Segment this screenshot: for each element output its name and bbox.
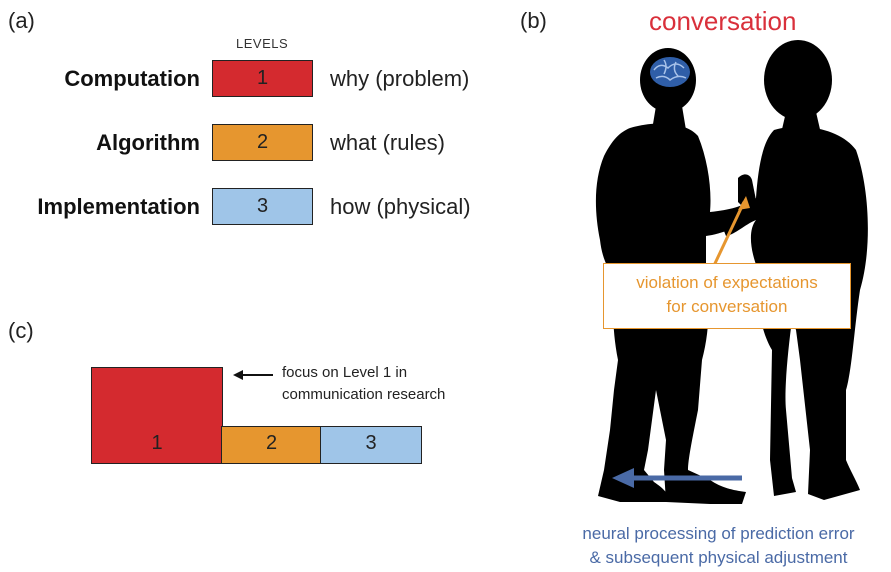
level-desc-computation: why (problem): [330, 66, 470, 91]
level-box-1: 1: [212, 60, 313, 97]
focus-line-2: communication research: [282, 386, 446, 403]
violation-line-1: violation of expectations: [636, 273, 818, 292]
level-name-computation: Computation: [64, 66, 200, 91]
focus-box-2: 2: [221, 426, 322, 464]
level-box-2: 2: [212, 124, 313, 161]
panel-a-label: (a): [8, 8, 35, 33]
level-box-3: 3: [212, 188, 313, 225]
panel-c-label: (c): [8, 318, 34, 343]
left-arrow-icon: [233, 370, 273, 380]
levels-header: LEVELS: [236, 36, 289, 51]
level-desc-implementation: how (physical): [330, 194, 471, 219]
neural-line-2: & subsequent physical adjustment: [589, 548, 848, 567]
violation-line-2: for conversation: [666, 297, 788, 316]
blue-arrow-icon: [612, 468, 742, 488]
level-desc-algorithm: what (rules): [330, 130, 445, 155]
panel-b-label: (b): [520, 8, 547, 33]
neural-line-1: neural processing of prediction error: [582, 524, 855, 543]
violation-callout: violation of expectations for conversati…: [603, 263, 851, 329]
level-name-algorithm: Algorithm: [96, 130, 200, 155]
focus-box-1: 1: [91, 367, 223, 464]
focus-line-1: focus on Level 1 in: [282, 364, 408, 381]
brain-icon: [650, 57, 690, 87]
focus-annotation: focus on Level 1 in communication resear…: [282, 362, 445, 406]
conversation-title: conversation: [649, 6, 797, 36]
level-name-implementation: Implementation: [37, 194, 200, 219]
violation-pointer-icon: [708, 201, 746, 275]
focus-box-3: 3: [320, 426, 422, 464]
neural-caption: neural processing of prediction error & …: [546, 522, 891, 570]
